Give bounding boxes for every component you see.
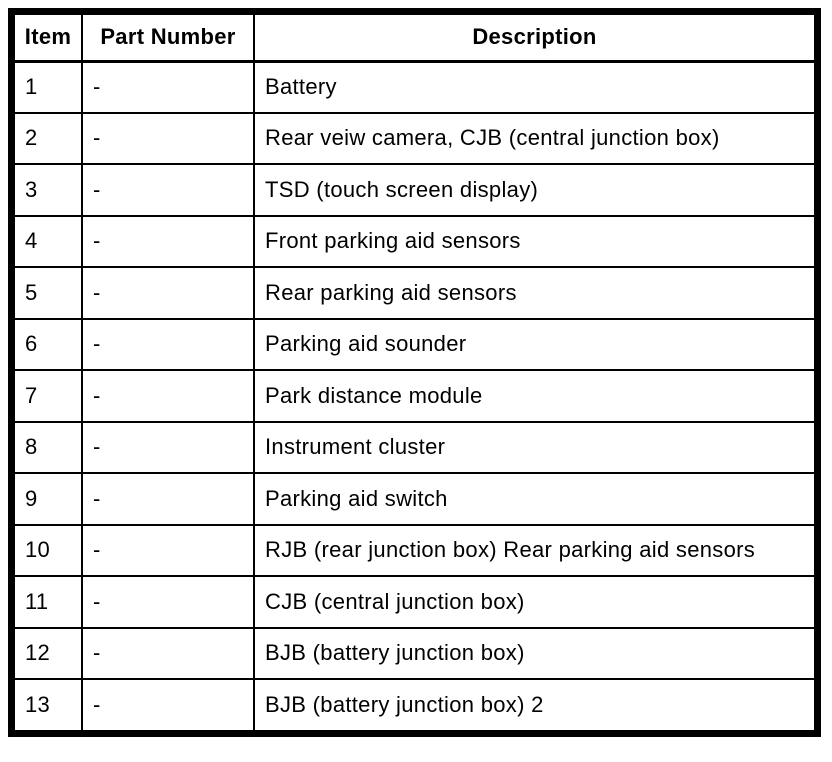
column-header-part-number: Part Number	[81, 13, 255, 63]
table-row: 3-TSD (touch screen display)	[13, 163, 816, 217]
item-cell: 13	[13, 678, 83, 732]
table-row: 12-BJB (battery junction box)	[13, 626, 816, 680]
description-cell: Park distance module	[253, 369, 816, 423]
description-cell: TSD (touch screen display)	[253, 163, 816, 217]
table-row: 9-Parking aid switch	[13, 472, 816, 526]
description-cell: Front parking aid sensors	[253, 214, 816, 268]
table-row: 13-BJB (battery junction box) 2	[13, 678, 816, 732]
description-cell: Battery	[253, 60, 816, 114]
item-cell: 9	[13, 472, 83, 526]
description-cell: Parking aid sounder	[253, 317, 816, 371]
item-cell: 4	[13, 214, 83, 268]
item-cell: 6	[13, 317, 83, 371]
description-cell: Rear parking aid sensors	[253, 266, 816, 320]
part-number-cell: -	[81, 626, 255, 680]
part-number-cell: -	[81, 575, 255, 629]
part-number-cell: -	[81, 214, 255, 268]
item-cell: 5	[13, 266, 83, 320]
column-header-description: Description	[253, 13, 816, 63]
table-row: 6-Parking aid sounder	[13, 317, 816, 371]
item-cell: 10	[13, 523, 83, 577]
part-number-cell: -	[81, 163, 255, 217]
description-cell: Parking aid switch	[253, 472, 816, 526]
part-number-cell: -	[81, 266, 255, 320]
item-cell: 8	[13, 420, 83, 474]
part-number-cell: -	[81, 523, 255, 577]
part-number-cell: -	[81, 420, 255, 474]
description-cell: RJB (rear junction box) Rear parking aid…	[253, 523, 816, 577]
part-number-cell: -	[81, 472, 255, 526]
table-row: 8-Instrument cluster	[13, 420, 816, 474]
table-row: 2-Rear veiw camera, CJB (central junctio…	[13, 111, 816, 165]
table-row: 5-Rear parking aid sensors	[13, 266, 816, 320]
item-cell: 12	[13, 626, 83, 680]
item-cell: 2	[13, 111, 83, 165]
table-row: 1-Battery	[13, 60, 816, 114]
table-row: 11-CJB (central junction box)	[13, 575, 816, 629]
header-row: Item Part Number Description	[13, 13, 816, 63]
parts-table-header: Item Part Number Description	[13, 13, 816, 63]
item-cell: 1	[13, 60, 83, 114]
description-cell: Instrument cluster	[253, 420, 816, 474]
description-cell: CJB (central junction box)	[253, 575, 816, 629]
part-number-cell: -	[81, 678, 255, 732]
column-header-item: Item	[13, 13, 83, 63]
description-cell: BJB (battery junction box)	[253, 626, 816, 680]
description-cell: Rear veiw camera, CJB (central junction …	[253, 111, 816, 165]
part-number-cell: -	[81, 60, 255, 114]
item-cell: 7	[13, 369, 83, 423]
item-cell: 11	[13, 575, 83, 629]
part-number-cell: -	[81, 369, 255, 423]
table-row: 4-Front parking aid sensors	[13, 214, 816, 268]
item-cell: 3	[13, 163, 83, 217]
description-cell: BJB (battery junction box) 2	[253, 678, 816, 732]
part-number-cell: -	[81, 317, 255, 371]
table-row: 7-Park distance module	[13, 369, 816, 423]
part-number-cell: -	[81, 111, 255, 165]
table-row: 10-RJB (rear junction box) Rear parking …	[13, 523, 816, 577]
